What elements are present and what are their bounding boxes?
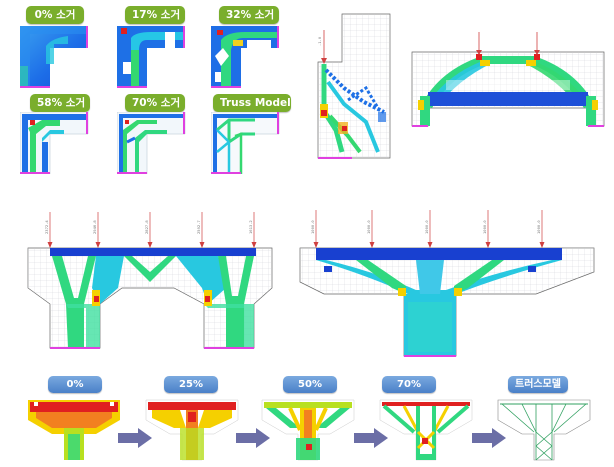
hammerhead-0pct	[28, 400, 120, 460]
badge-step-0pct: 0%	[48, 376, 102, 393]
load-label: 2827.8	[144, 220, 149, 234]
load-label: 2372.4	[44, 220, 49, 234]
corner-model-0pct	[20, 26, 88, 88]
badge-70pct: 70% 소거	[125, 94, 185, 112]
corner-model-32pct	[211, 26, 279, 88]
svg-text:-1.0: -1.0	[317, 36, 322, 46]
load-label: 2946.8	[92, 220, 97, 234]
arrow-right-icon	[118, 428, 152, 448]
badge-58pct: 58% 소거	[30, 94, 90, 112]
corner-model-58pct	[20, 112, 89, 174]
badge-truss-model: Truss Model	[213, 94, 291, 112]
corner-model-17pct	[117, 26, 185, 88]
hammerhead-50pct	[261, 399, 355, 461]
load-label: 1613.2	[248, 220, 253, 234]
hammerhead-70pct	[379, 399, 473, 461]
load-label: 1000.0	[310, 220, 315, 234]
pier-cap-two-column-model: 2372.4 2946.8 2827.8 2592.7 1613.2	[27, 212, 273, 349]
badge-step-truss: 트러스모델	[508, 376, 568, 393]
arrow-right-icon	[236, 428, 270, 448]
load-label: 1000.0	[482, 220, 487, 234]
t-pier-model: 1000.0 1000.0 1000.0 1000.0 1000.0	[299, 210, 595, 357]
hammerhead-25pct	[145, 399, 239, 461]
dapped-end-model: -1.0	[317, 13, 391, 159]
hammerhead-truss-model	[497, 399, 591, 461]
load-label: 2592.7	[196, 220, 201, 234]
badge-0pct: 0% 소거	[26, 6, 84, 24]
deep-beam-arch-model	[411, 32, 605, 127]
badge-step-25pct: 25%	[164, 376, 218, 393]
badge-step-50pct: 50%	[283, 376, 337, 393]
corner-truss-model	[211, 112, 280, 174]
badge-32pct: 32% 소거	[219, 6, 279, 24]
load-label: 1000.0	[366, 220, 371, 234]
load-label: 1000.0	[536, 220, 541, 234]
badge-step-70pct: 70%	[382, 376, 436, 393]
arrow-right-icon	[354, 428, 388, 448]
badge-17pct: 17% 소거	[125, 6, 185, 24]
corner-model-70pct	[117, 112, 186, 174]
arrow-right-icon	[472, 428, 506, 448]
load-label: 1000.0	[424, 220, 429, 234]
